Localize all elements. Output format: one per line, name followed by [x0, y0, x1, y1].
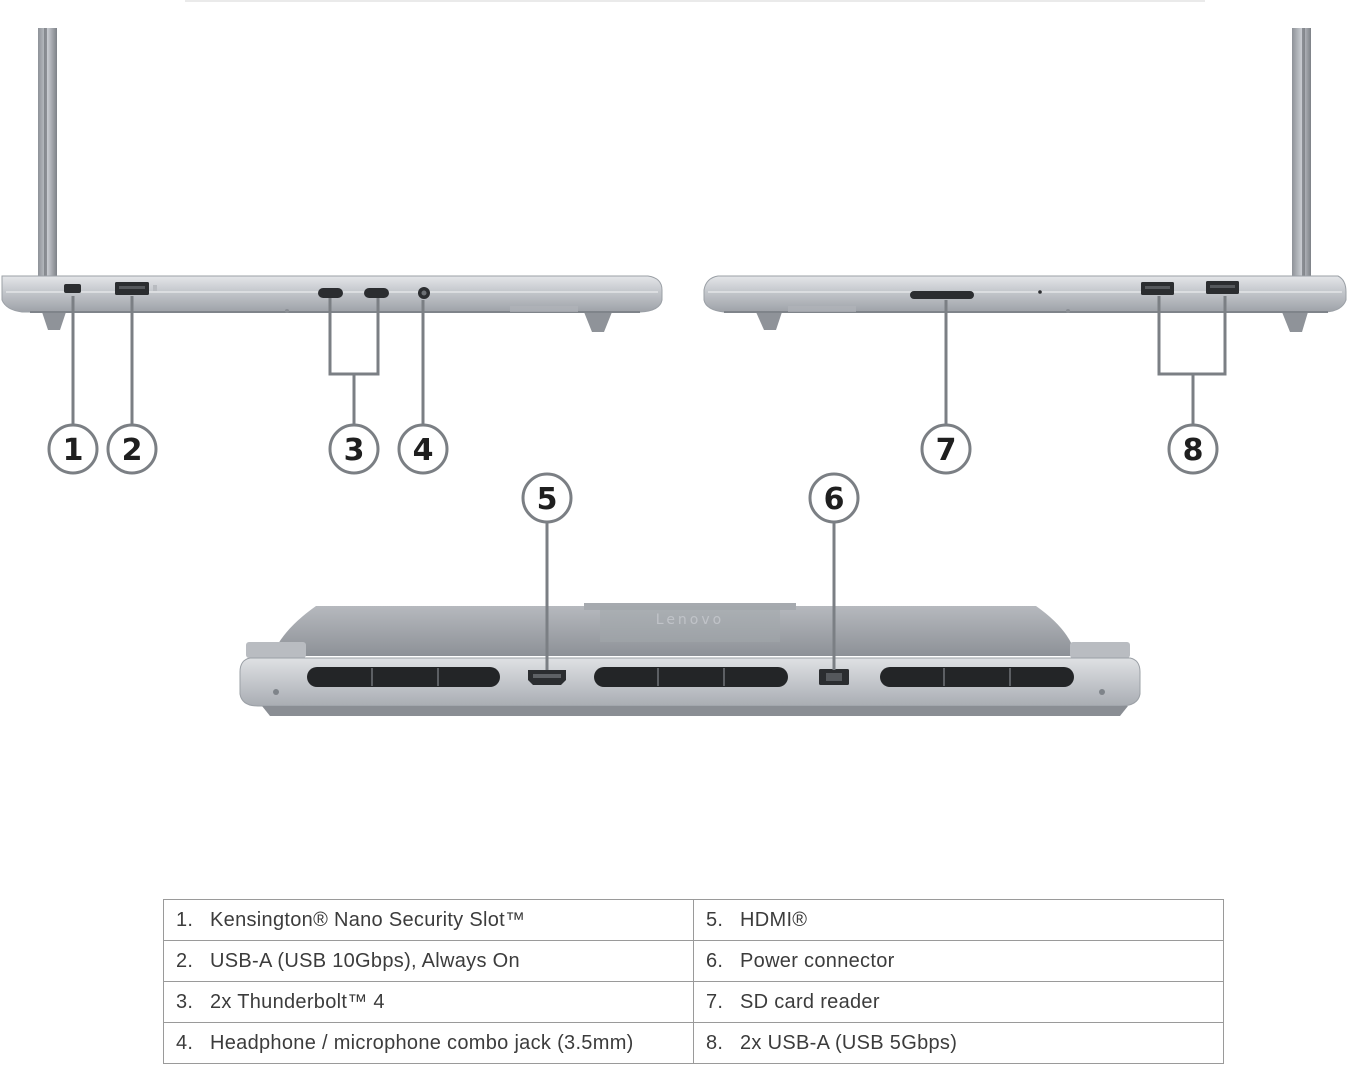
- callout-7: 7: [920, 423, 972, 475]
- legend-cell: 6. Power connector: [693, 940, 1224, 982]
- svg-text:5: 5: [537, 482, 558, 517]
- svg-text:2: 2: [122, 433, 143, 468]
- rear-logo-text: Lenovo: [656, 612, 724, 628]
- legend-text: 2x Thunderbolt™ 4: [210, 990, 385, 1013]
- legend-cell: 5. HDMI®: [693, 899, 1224, 941]
- legend-cell: 7. SD card reader: [693, 981, 1224, 1023]
- callout-4: 4: [397, 423, 449, 475]
- right-lid: [1292, 28, 1311, 278]
- vent-right: [880, 667, 1074, 687]
- callout-2: 2: [106, 423, 158, 475]
- sd-card-slot-icon: [910, 291, 974, 299]
- legend-number: 4.: [176, 1031, 194, 1054]
- callout-1: 1: [47, 423, 99, 475]
- legend-text: SD card reader: [740, 990, 880, 1013]
- ports-legend-table: 1. Kensington® Nano Security Slot™ 5. HDMI…: [163, 899, 1224, 1064]
- table-row: 4. Headphone / microphone combo jack (3.5…: [163, 1022, 1224, 1064]
- legend-text: 2x USB-A (USB 5Gbps): [740, 1031, 958, 1054]
- left-lid: [38, 28, 57, 278]
- svg-text:7: 7: [936, 433, 957, 468]
- right-side-view: [703, 28, 1347, 332]
- callout-8: 8: [1167, 423, 1219, 475]
- svg-text:1: 1: [63, 433, 84, 468]
- legend-number: 6.: [706, 949, 724, 972]
- legend-cell: 2. USB-A (USB 10Gbps), Always On: [163, 940, 694, 982]
- legend-text: Power connector: [740, 949, 895, 972]
- svg-text:3: 3: [344, 433, 365, 468]
- legend-number: 3.: [176, 990, 194, 1013]
- legend-number: 7.: [706, 990, 724, 1013]
- legend-text: HDMI®: [740, 908, 808, 931]
- legend-text: Headphone / microphone combo jack (3.5mm…: [210, 1031, 634, 1054]
- table-row: 3. 2x Thunderbolt™ 4 7. SD card reader: [163, 981, 1224, 1023]
- legend-text: USB-A (USB 10Gbps), Always On: [210, 949, 520, 972]
- left-side-view: [1, 28, 663, 332]
- callout-5: 5: [521, 472, 573, 524]
- legend-cell: 8. 2x USB-A (USB 5Gbps): [693, 1022, 1224, 1064]
- legend-number: 8.: [706, 1031, 724, 1054]
- vent-middle: [594, 667, 788, 687]
- legend-number: 2.: [176, 949, 194, 972]
- laptop-ports-diagram: Lenovo 1 2: [1, 0, 1347, 716]
- legend-number: 1.: [176, 908, 194, 931]
- legend-cell: 4. Headphone / microphone combo jack (3.5…: [163, 1022, 694, 1064]
- legend-cell: 1. Kensington® Nano Security Slot™: [163, 899, 694, 941]
- rear-view: Lenovo: [239, 603, 1141, 716]
- table-row: 1. Kensington® Nano Security Slot™ 5. HDMI…: [163, 899, 1224, 941]
- kensington-slot-icon: [64, 284, 81, 293]
- callout-6: 6: [808, 472, 860, 524]
- thunderbolt-port-2-icon: [364, 288, 389, 298]
- table-row: 2. USB-A (USB 10Gbps), Always On 6. Power …: [163, 940, 1224, 982]
- svg-text:4: 4: [413, 433, 434, 468]
- legend-text: Kensington® Nano Security Slot™: [210, 908, 526, 931]
- vent-left: [307, 667, 500, 687]
- legend-cell: 3. 2x Thunderbolt™ 4: [163, 981, 694, 1023]
- thunderbolt-port-1-icon: [318, 288, 343, 298]
- legend-number: 5.: [706, 908, 724, 931]
- leader-lines: [71, 296, 1227, 670]
- svg-text:6: 6: [824, 482, 845, 517]
- svg-text:8: 8: [1183, 433, 1204, 468]
- callout-3: 3: [328, 423, 380, 475]
